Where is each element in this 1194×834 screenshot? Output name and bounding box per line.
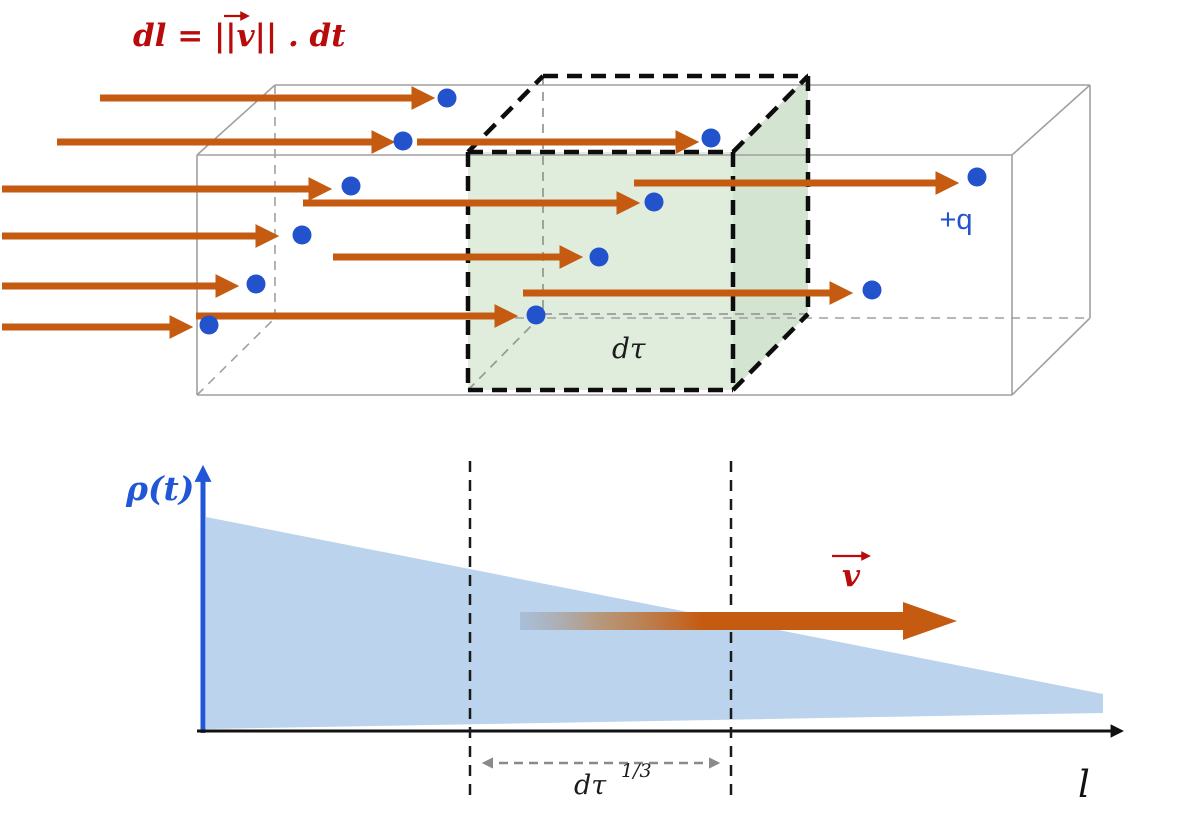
formula-prefix: dl = || xyxy=(133,18,237,54)
charge-label: +q xyxy=(939,204,972,236)
charge-dot xyxy=(967,167,987,187)
cube-edge xyxy=(466,74,545,154)
cube-face-front xyxy=(468,152,733,390)
cube-edge xyxy=(731,74,810,154)
x-axis-label: l xyxy=(1078,763,1090,806)
formula-v: v xyxy=(237,18,256,54)
velocity-label: v xyxy=(842,558,861,594)
cube-face-right xyxy=(733,76,808,390)
formula-suffix: || . dt xyxy=(255,18,347,54)
charge-dot xyxy=(437,88,457,108)
charge-dot xyxy=(199,315,219,335)
charge-dot xyxy=(341,176,361,196)
charges xyxy=(199,88,987,335)
y-axis-label: ρ(t) xyxy=(125,469,194,508)
charge-dot xyxy=(526,305,546,325)
outer-box-edge xyxy=(1011,84,1091,156)
charge-dot xyxy=(292,225,312,245)
cube-edge xyxy=(731,312,810,392)
volume-cube-hidden-edges xyxy=(467,76,808,391)
formula-label: dl = ||v|| . dt xyxy=(133,18,346,54)
charge-dot xyxy=(393,131,413,151)
charge-dot xyxy=(701,128,721,148)
velocity-arrow xyxy=(520,602,957,640)
width-label-base: dτ xyxy=(574,770,607,801)
charge-dot xyxy=(589,247,609,267)
charge-dot xyxy=(862,280,882,300)
flow-arrows xyxy=(2,86,960,339)
charge-dot xyxy=(246,274,266,294)
cube-hidden-edge xyxy=(467,313,544,391)
outer-box-edge xyxy=(1011,317,1091,396)
outer-box-hidden-edge xyxy=(196,317,276,396)
volume-label: dτ xyxy=(612,332,646,365)
width-label-exponent: 1/3 xyxy=(621,760,652,782)
charge-dot xyxy=(644,192,664,212)
